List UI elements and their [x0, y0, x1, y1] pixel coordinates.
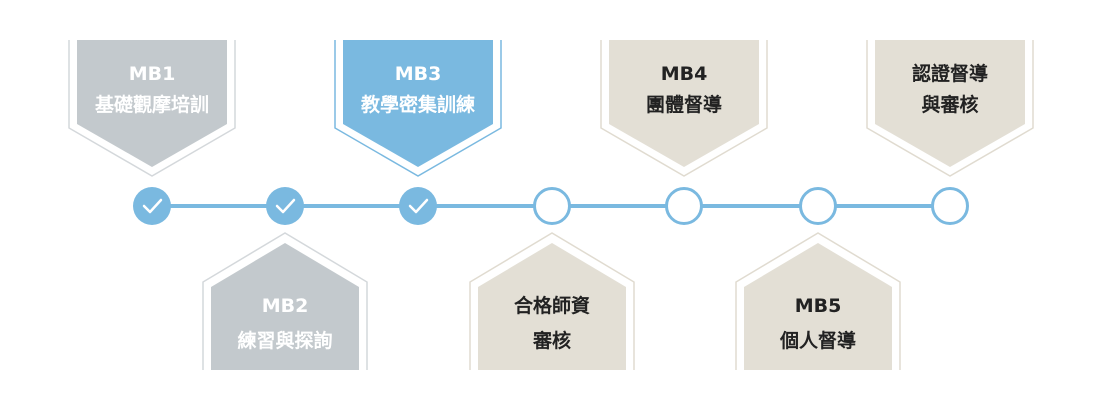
step-subtitle: 團體督導	[646, 93, 722, 116]
step-title: MB2	[262, 295, 309, 317]
empty-circle-icon	[931, 187, 969, 225]
card-shape	[744, 243, 892, 370]
step-card-6: MB5 個人督導	[735, 232, 901, 370]
card-shape	[211, 243, 359, 370]
card-outline	[600, 40, 768, 177]
check-icon	[408, 198, 429, 214]
card-outline	[334, 40, 502, 177]
card-outline	[866, 40, 1034, 177]
timeline-node-4	[533, 187, 571, 225]
step-title: 認證督導	[912, 62, 988, 85]
timeline-node-2	[266, 187, 304, 225]
card-outline	[735, 232, 901, 370]
node-circle	[133, 187, 171, 225]
timeline-node-6	[799, 187, 837, 225]
step-card-2: MB2 練習與探詢	[202, 232, 368, 370]
card-outline	[202, 232, 368, 370]
card-shape	[478, 243, 626, 370]
step-subtitle: 練習與探詢	[237, 329, 332, 352]
card-outline	[469, 232, 635, 370]
step-title: MB3	[395, 63, 442, 85]
card-shape	[77, 40, 227, 167]
step-card-5: MB4 團體督導	[600, 40, 768, 177]
step-title: MB4	[661, 63, 708, 85]
step-subtitle: 審核	[532, 329, 571, 352]
card-shape	[609, 40, 759, 167]
step-title: 合格師資	[514, 294, 590, 317]
node-circle	[266, 187, 304, 225]
step-title: MB5	[795, 295, 842, 317]
empty-circle-icon	[533, 187, 571, 225]
check-icon	[275, 198, 296, 214]
step-subtitle: 教學密集訓練	[361, 93, 475, 116]
card-shape	[875, 40, 1025, 167]
timeline-node-1	[133, 187, 171, 225]
step-card-3: MB3 教學密集訓練	[334, 40, 502, 177]
card-shape	[343, 40, 493, 167]
node-circle	[399, 187, 437, 225]
empty-circle-icon	[665, 187, 703, 225]
timeline-node-7	[931, 187, 969, 225]
timeline-node-5	[665, 187, 703, 225]
step-title: MB1	[129, 63, 176, 85]
timeline-node-3	[399, 187, 437, 225]
step-card-1: MB1 基礎觀摩培訓	[68, 40, 236, 177]
empty-circle-icon	[799, 187, 837, 225]
card-outline	[68, 40, 236, 177]
step-subtitle: 與審核	[921, 93, 978, 116]
step-subtitle: 個人督導	[779, 329, 856, 352]
step-subtitle: 基礎觀摩培訓	[94, 93, 209, 116]
check-icon	[142, 198, 163, 214]
